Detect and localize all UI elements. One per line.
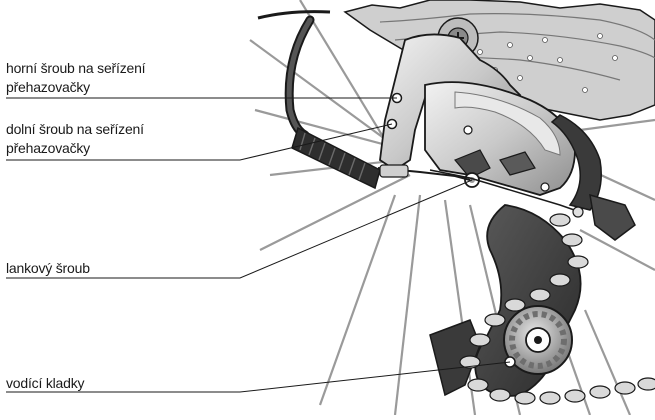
label-upper-screw-line2: přehazovačky: [6, 78, 145, 97]
guide-pulley: [504, 306, 572, 374]
label-lower-screw-line2: přehazovačky: [6, 139, 144, 158]
label-lower-screw: dolní šroub na seřízení přehazovačky: [6, 120, 144, 158]
label-upper-screw-line1: horní šroub na seřízení: [6, 59, 145, 78]
label-upper-screw: horní šroub na seřízení přehazovačky: [6, 59, 145, 97]
label-lower-screw-line1: dolní šroub na seřízení: [6, 120, 144, 139]
label-cable-screw: lankový šroub: [6, 259, 90, 278]
wheel-rim: [258, 12, 330, 18]
label-guide-pulleys: vodící kladky: [6, 374, 84, 393]
